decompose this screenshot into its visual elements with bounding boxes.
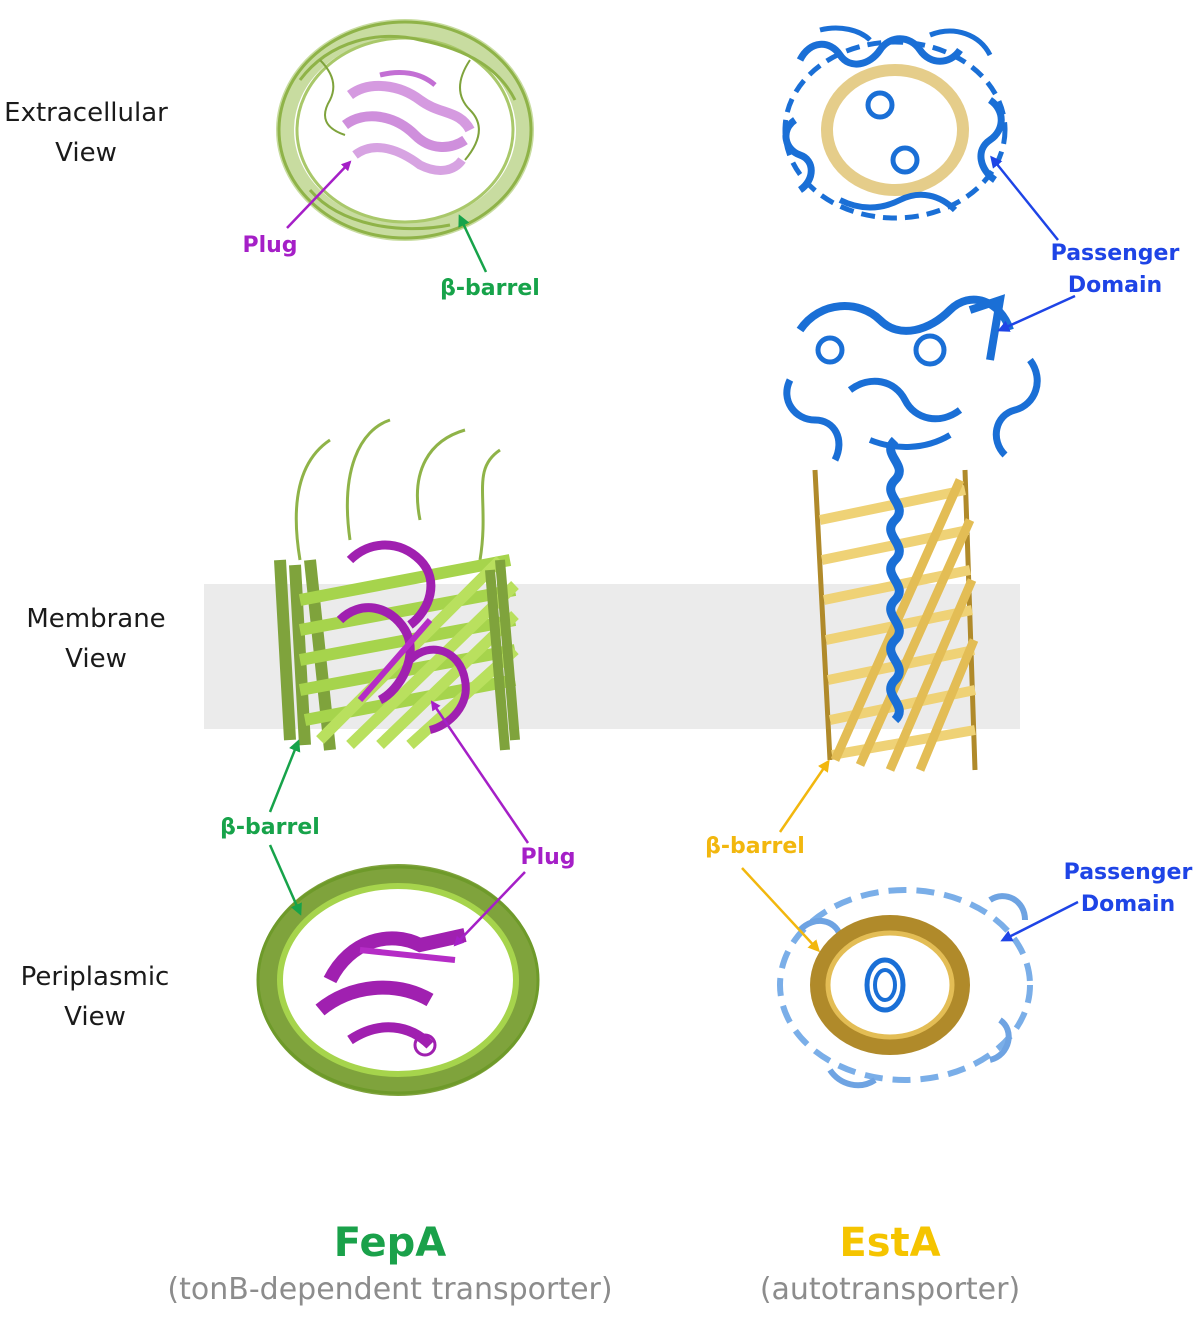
esta-extracellular-passenger-arrow (990, 155, 1059, 241)
fepa-extracellular-barrel-arrow (458, 214, 488, 273)
fepa-membrane-barrel-label: β-barrel (220, 815, 320, 840)
row-label-membrane: Membrane View (26, 604, 166, 674)
fepa-membrane-structure (274, 418, 520, 751)
fepa-extracellular-plug-arrow (286, 160, 352, 229)
fepa-description: (tonB-dependent transporter) (167, 1272, 613, 1307)
esta-extracellular-structure (782, 25, 1008, 221)
fepa-membrane-plug-label: Plug (520, 845, 576, 870)
fepa-extracellular-structure (276, 19, 534, 241)
fepa-periplasmic-plug-arrow (453, 871, 526, 947)
fepa-membrane-plug-arrow (430, 700, 530, 844)
esta-membrane-barrel-arrow (778, 759, 830, 833)
esta-membrane-barrel-label: β-barrel (705, 834, 805, 859)
esta-periplasmic-barrel-arrow (741, 867, 821, 953)
esta-periplasmic-passenger-arrow (1000, 900, 1079, 942)
fepa-title: FepA (333, 1220, 447, 1266)
row-label-periplasmic: Periplasmic View (20, 962, 170, 1032)
esta-periplasmic-passenger-label: Passenger Domain (1063, 860, 1193, 917)
esta-periplasmic-structure (777, 887, 1033, 1089)
esta-membrane-structure (783, 294, 1041, 772)
esta-description: (autotransporter) (759, 1272, 1021, 1307)
row-label-extracellular: Extracellular View (4, 98, 168, 168)
fepa-membrane-barrel-arrow (268, 739, 301, 813)
fepa-extracellular-barrel-label: β-barrel (440, 276, 540, 301)
fepa-periplasmic-structure (256, 864, 540, 1096)
esta-extracellular-passenger-label: Passenger Domain (1050, 241, 1180, 298)
esta-title: EstA (839, 1220, 941, 1266)
esta-membrane-passenger-arrow (997, 294, 1076, 332)
fepa-periplasmic-barrel-arrow (268, 844, 302, 916)
fepa-extracellular-plug-label: Plug (242, 233, 298, 258)
